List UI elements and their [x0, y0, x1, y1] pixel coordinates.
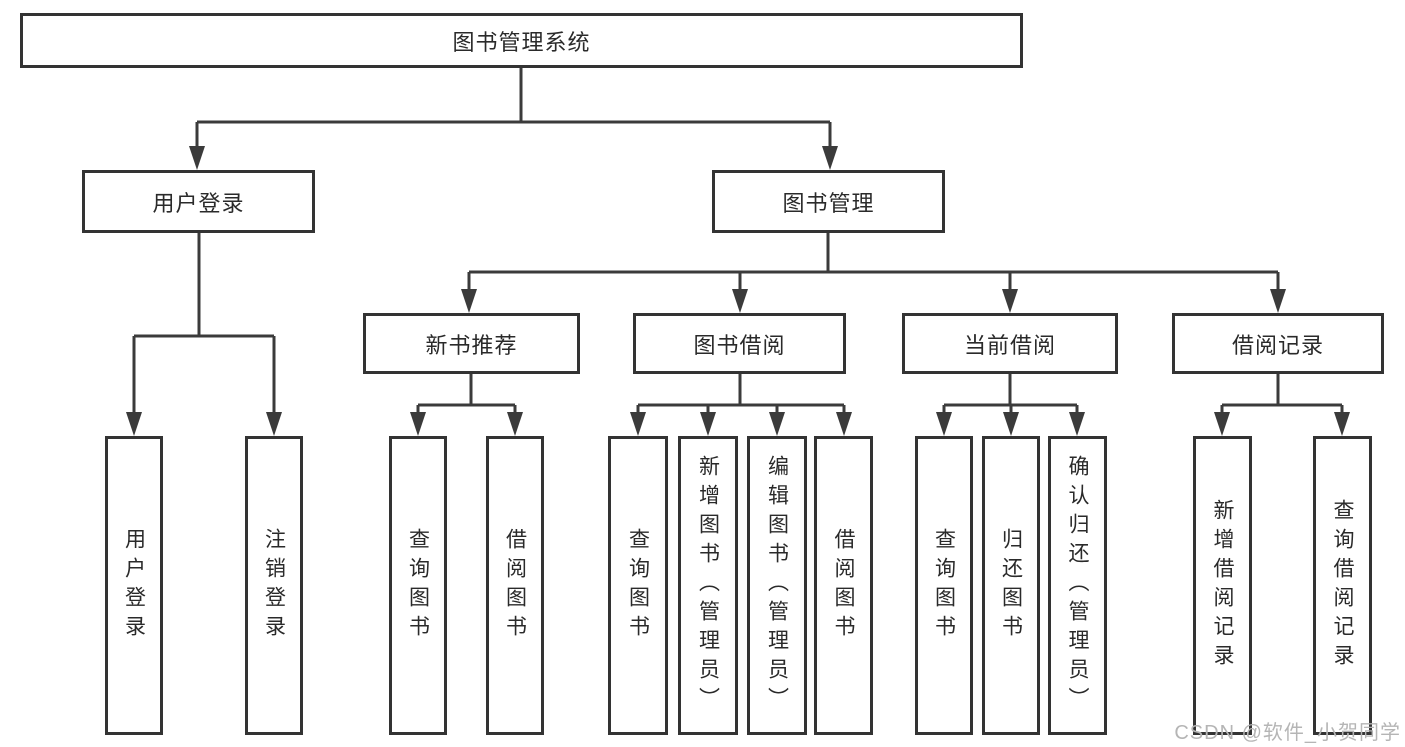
arrowhead: [1003, 412, 1019, 436]
csdn-watermark: CSDN @软件_小贺同学: [1174, 722, 1401, 744]
arrowhead: [1069, 412, 1085, 436]
arrowhead: [266, 412, 282, 436]
leaf-query-books-recommend: 查询图书: [389, 436, 447, 735]
arrowhead: [700, 412, 716, 436]
leaf-query-books-borrowing: 查询图书: [608, 436, 668, 735]
arrowhead: [1214, 412, 1230, 436]
leaf-borrow-books-recommend: 借阅图书: [486, 436, 544, 735]
node-borrowing-records: 借阅记录: [1172, 313, 1384, 374]
node-root-system: 图书管理系统: [20, 13, 1023, 68]
arrowhead: [410, 412, 426, 436]
connector-book-management: [467, 233, 1280, 293]
leaf-return-books: 归还图书: [982, 436, 1040, 735]
leaf-logout: 注销登录: [245, 436, 303, 735]
connector-user-login: [132, 233, 276, 416]
arrowhead: [507, 412, 523, 436]
leaf-confirm-return-admin: 确认归还（管理员）: [1048, 436, 1107, 735]
arrowheads: [126, 146, 1350, 436]
node-book-management: 图书管理: [712, 170, 945, 233]
leaf-add-books-admin: 新增图书（管理员）: [678, 436, 738, 735]
leaf-user-login: 用户登录: [105, 436, 163, 735]
leaf-add-borrow-record: 新增借阅记录: [1193, 436, 1252, 735]
arrowhead: [126, 412, 142, 436]
node-new-book-recommend: 新书推荐: [363, 313, 580, 374]
arrowhead: [461, 289, 477, 313]
connector-current-borrowing: [942, 374, 1079, 416]
arrowhead: [769, 412, 785, 436]
arrowhead: [936, 412, 952, 436]
arrowhead: [1002, 289, 1018, 313]
arrowhead: [1334, 412, 1350, 436]
arrowhead: [1270, 289, 1286, 313]
connector-book-borrowing: [636, 374, 846, 416]
arrowhead: [189, 146, 205, 170]
leaf-edit-books-admin: 编辑图书（管理员）: [747, 436, 807, 735]
leaf-query-books-current: 查询图书: [915, 436, 973, 735]
connector-root: [195, 68, 832, 150]
node-current-borrowing: 当前借阅: [902, 313, 1118, 374]
connector-borrowing-records: [1220, 374, 1344, 416]
leaf-query-borrow-record: 查询借阅记录: [1313, 436, 1372, 735]
node-book-borrowing: 图书借阅: [633, 313, 846, 374]
leaf-borrow-books: 借阅图书: [814, 436, 873, 735]
arrowhead: [822, 146, 838, 170]
connector-new-book-recommend: [416, 374, 517, 416]
arrowhead: [732, 289, 748, 313]
arrowhead: [630, 412, 646, 436]
node-user-login: 用户登录: [82, 170, 315, 233]
arrowhead: [836, 412, 852, 436]
